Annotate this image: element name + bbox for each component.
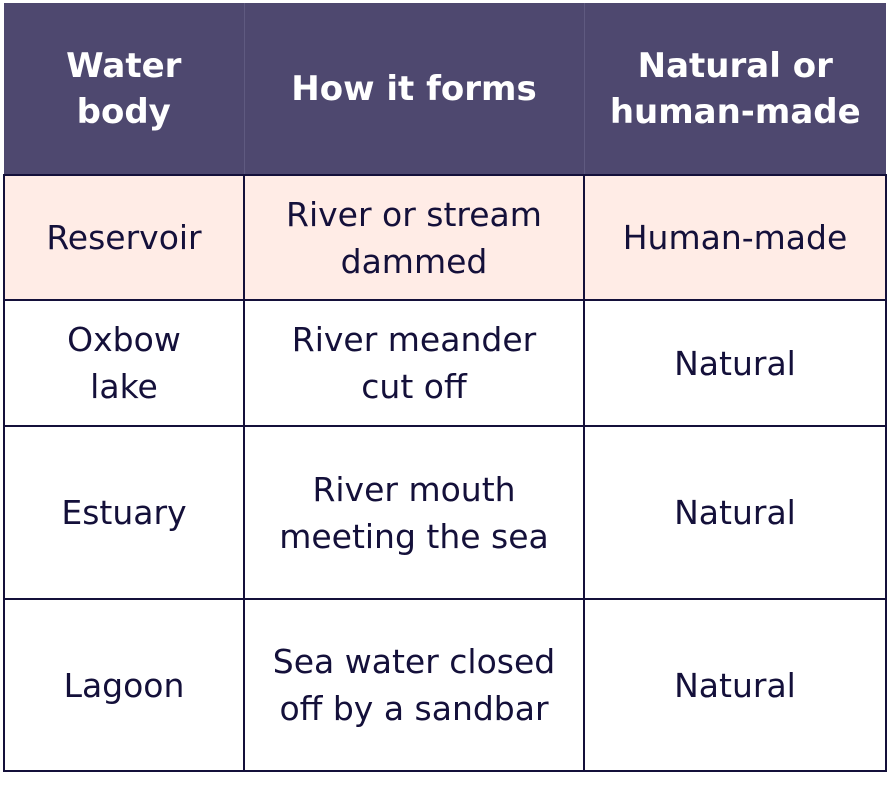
cell-water-body: Estuary <box>3 425 245 600</box>
table-row: Oxbow lake River meander cut off Natural <box>3 299 887 427</box>
table-row: Estuary River mouth meeting the sea Natu… <box>3 425 887 600</box>
table-row: Lagoon Sea water closed off by a sandbar… <box>3 598 887 772</box>
table-row: Reservoir River or stream dammed Human-m… <box>3 174 887 301</box>
cell-how-it-forms: River mouth meeting the sea <box>243 425 585 600</box>
cell-how-it-forms: River meander cut off <box>243 299 585 427</box>
table-container: Water body How it forms Natural or human… <box>3 3 887 772</box>
water-bodies-table: Water body How it forms Natural or human… <box>3 3 887 772</box>
cell-origin: Natural <box>583 299 887 427</box>
header-natural-or-human-made: Natural or human-made <box>584 3 886 175</box>
cell-how-it-forms: River or stream dammed <box>243 174 585 301</box>
header-how-it-forms: How it forms <box>244 3 585 175</box>
cell-water-body: Oxbow lake <box>3 299 245 427</box>
cell-origin: Natural <box>583 598 887 772</box>
header-water-body: Water body <box>4 3 245 175</box>
cell-water-body: Reservoir <box>3 174 245 301</box>
cell-origin: Human-made <box>583 174 887 301</box>
cell-how-it-forms: Sea water closed off by a sandbar <box>243 598 585 772</box>
cell-water-body: Lagoon <box>3 598 245 772</box>
cell-origin: Natural <box>583 425 887 600</box>
header-row: Water body How it forms Natural or human… <box>4 3 886 175</box>
